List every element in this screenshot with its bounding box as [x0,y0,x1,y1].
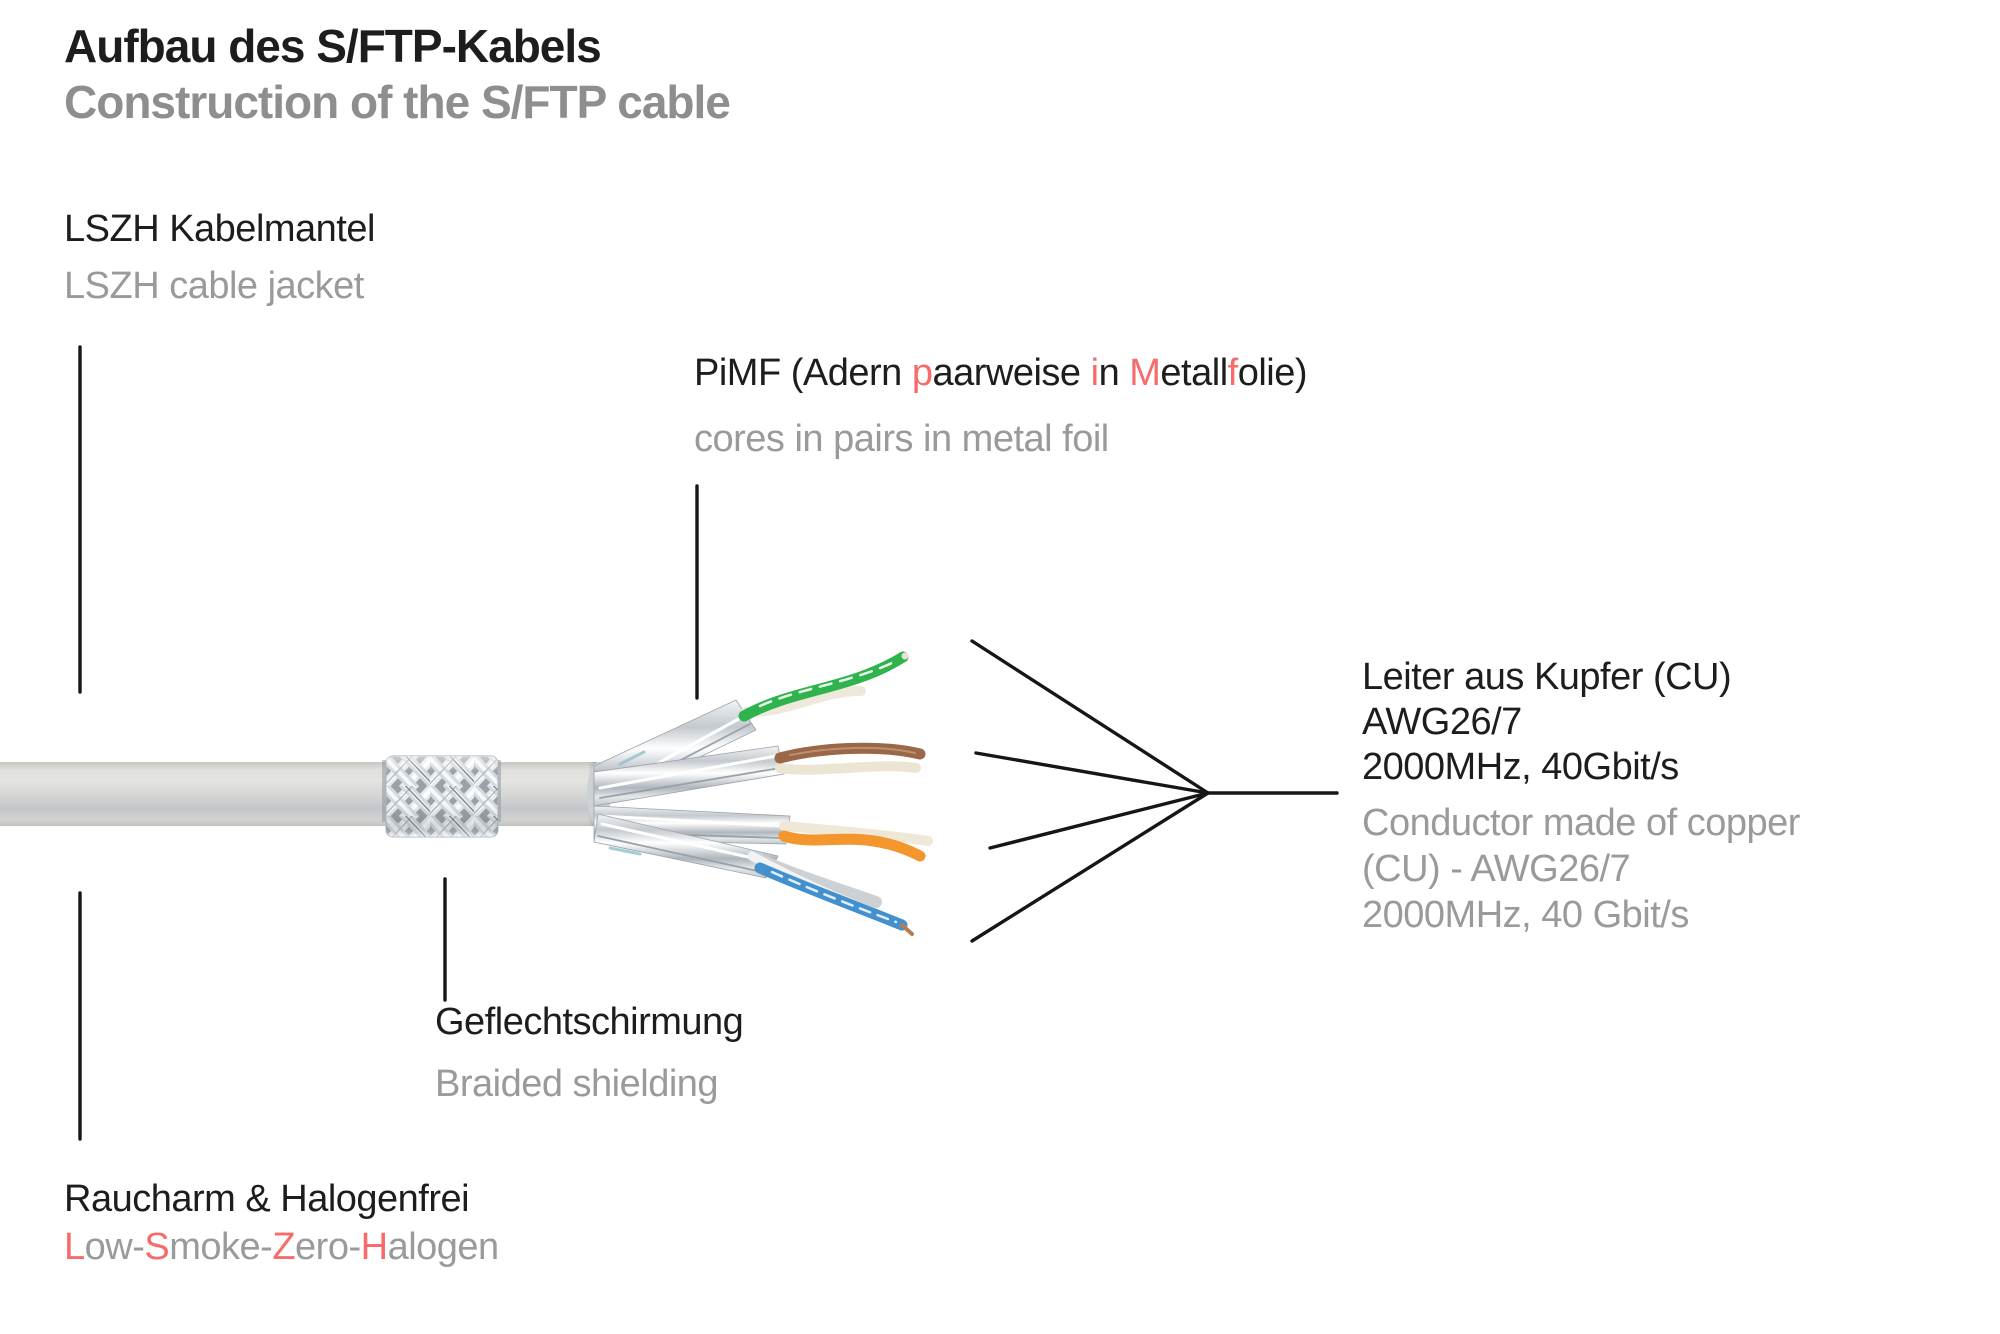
braid-shield-window [382,755,501,838]
label-pimf-de: PiMF (Adern paarweise in Metallfolie) [694,352,1308,394]
label-conductor-en: Conductor made of copper (CU) - AWG26/7 … [1362,800,1800,938]
label-pimf-en: cores in pairs in metal foil [694,418,1109,460]
foil-pairs [593,699,791,879]
label-conductor-de: Leiter aus Kupfer (CU) AWG26/7 2000MHz, … [1362,655,1732,790]
fan-line-1 [970,639,1210,795]
label-jacket-de: LSZH Kabelmantel [64,208,375,250]
label-conductor-en-line2: (CU) - AWG26/7 [1362,848,1631,890]
wire-pair-green [738,651,909,722]
label-conductor-en-line1: Conductor made of copper [1362,802,1800,844]
label-braid-de: Geflechtschirmung [435,1001,744,1043]
label-conductor-de-line3: 2000MHz, 40Gbit/s [1362,746,1679,788]
label-jacket-en: LSZH cable jacket [64,265,364,307]
wire-pair-orange [778,821,933,862]
foil-pair-blue [593,813,779,879]
label-halogen-de: Raucharm & Halogenfrei [64,1178,470,1220]
label-halogen-en: Low-Smoke-Zero-Halogen [64,1226,499,1268]
fan-line-4 [970,791,1210,943]
annotation-lines [78,345,1339,1141]
label-conductor-de-line1: Leiter aus Kupfer (CU) [1362,656,1732,698]
page-title-en: Construction of the S/FTP cable [64,76,731,128]
cable-jacket [0,762,597,826]
label-braid-en: Braided shielding [435,1063,719,1105]
wire-pairs [738,651,933,936]
wire-pair-brown [774,742,926,775]
wire-pair-blue [747,851,914,936]
fan-line-2 [974,751,1210,795]
label-conductor-de-line2: AWG26/7 [1362,701,1522,743]
page-title-de: Aufbau des S/FTP-Kabels [64,20,602,72]
label-conductor-en-line3: 2000MHz, 40 Gbit/s [1362,894,1689,936]
foil-pair-brown [593,745,785,807]
fan-line-3 [988,791,1210,850]
